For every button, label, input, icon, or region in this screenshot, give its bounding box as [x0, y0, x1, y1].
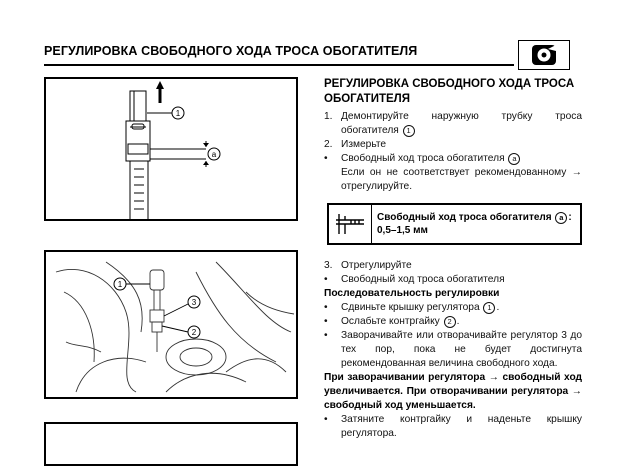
callout-1-label: 1: [176, 109, 181, 118]
page-header-title: РЕГУЛИРОВКА СВОБОДНОГО ХОДА ТРОСА ОБОГАТ…: [44, 44, 418, 58]
spec-label: Свободный ход троса обогатителя: [377, 212, 552, 223]
spec-ref-a: a: [555, 212, 568, 224]
sequence-item-2-text: Ослабьте контргайку 2.: [341, 316, 460, 328]
figure-third-partial: [44, 422, 298, 466]
spec-icon-cell: [329, 205, 372, 243]
caliper-icon: [336, 214, 364, 234]
sequence-item-4: • Затяните контргайку и наденьте крышку …: [324, 413, 582, 441]
callout-a: [207, 147, 221, 161]
bullet-freeplay-adjust-text: Свободный ход троса обогатителя: [341, 274, 505, 285]
callout-2: [187, 325, 201, 339]
sequence-item-4-text: Затяните контргайку и наденьте крышку ре…: [341, 414, 582, 439]
header-rule: [44, 64, 514, 66]
bullet-marker: •: [324, 274, 328, 285]
ref-a: a: [508, 153, 521, 165]
section-title: РЕГУЛИРОВКА СВОБОДНОГО ХОДА ТРОСА ОБОГАТ…: [324, 78, 575, 105]
sequence-item-2: • Ослабьте контргайку 2.: [324, 315, 582, 329]
bullet-marker: •: [324, 330, 328, 341]
spec-box: Свободный ход троса обогатителя a: 0,5–1…: [327, 203, 582, 245]
spec-value: 0,5–1,5 мм: [377, 225, 428, 236]
sequence-item-1-text: Сдвиньте крышку регулятора 1.: [341, 302, 500, 314]
callout-1-label: 1: [118, 280, 123, 289]
callout-1: [113, 277, 127, 291]
step-1: 1. Демонтируйте наружную трубку троса об…: [324, 110, 582, 138]
header-icon-box: [518, 40, 570, 70]
callout-1: [171, 106, 185, 120]
step-1-number: 1.: [324, 111, 333, 122]
bullet-marker: •: [324, 414, 328, 425]
bullet-freeplay-adjust: • Свободный ход троса обогатителя: [324, 273, 582, 287]
wrench-icon: [532, 45, 556, 65]
ref-1: 1: [402, 125, 415, 137]
spec-text: Свободный ход троса обогатителя a: 0,5–1…: [377, 212, 572, 236]
sequence-title: Последовательность регулировки: [324, 288, 500, 299]
step-2: 2. Измерьте: [324, 138, 582, 152]
bullet-marker: •: [324, 316, 328, 327]
step-2-text: Измерьте: [341, 139, 387, 150]
ref-2: 2: [443, 316, 456, 328]
cable-freeplay-illustration: 1 a: [125, 81, 221, 219]
callout-2-label: 2: [192, 328, 197, 337]
instructions-column: РЕГУЛИРОВКА СВОБОДНОГО ХОДА ТРОСА ОБОГАТ…: [324, 77, 582, 441]
ref-1: 1: [483, 302, 496, 314]
bullet-marker: •: [324, 153, 328, 164]
callout-3-label: 3: [192, 298, 197, 307]
step-3-number: 3.: [324, 260, 333, 271]
bullet-freeplay-continuation: Если он не соответствует рекомендованном…: [341, 167, 582, 192]
sequence-item-1: • Сдвиньте крышку регулятора 1.: [324, 301, 582, 315]
figure-adjuster-location: 1 3 2: [44, 250, 298, 399]
step-2-number: 2.: [324, 139, 333, 150]
bullet-marker: •: [324, 302, 328, 313]
callout-a-label: a: [212, 150, 217, 159]
bold-note: При заворачивании регулятора → свободный…: [324, 372, 582, 411]
callout-3: [187, 295, 201, 309]
step-1-text: Демонтируйте наружную трубку троса обога…: [341, 111, 582, 137]
sequence-item-3: • Заворачивайте или отворачивайте регуля…: [324, 329, 582, 371]
figure-cable-freeplay: 1 a: [44, 77, 298, 221]
adjuster-illustration: 1 3 2: [55, 261, 295, 393]
step-3-text: Отрегулируйте: [341, 260, 412, 271]
sequence-item-3-text: Заворачивайте или отворачивайте регулято…: [341, 330, 582, 369]
step-3: 3. Отрегулируйте: [324, 259, 582, 273]
